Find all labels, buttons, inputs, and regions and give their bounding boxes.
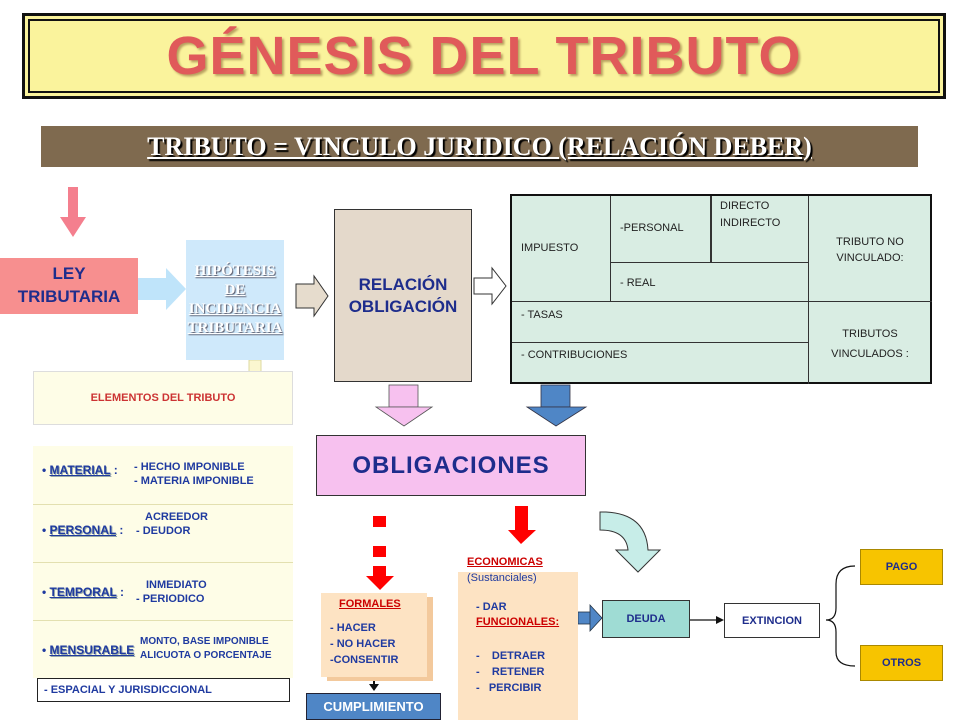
funcionales-label: FUNCIONALES: — [476, 616, 560, 628]
funcionales-list: - DETRAER - RETENER - PERCIBIR — [476, 650, 546, 694]
directo-label: DIRECTO — [720, 200, 770, 212]
espacial-box: - ESPACIAL Y JURISDICCIONAL — [37, 678, 290, 702]
formales-list: - HACER - NO HACER -CONSENTIR — [330, 622, 399, 666]
formales-title: FORMALES — [339, 598, 401, 610]
impuesto-label: IMPUESTO — [521, 242, 579, 254]
black-down-arrow — [369, 677, 379, 691]
pink-down-arrow — [60, 187, 86, 237]
outline-arrow-2 — [473, 266, 507, 306]
personal-elem-label: • PERSONAL : — [42, 523, 124, 537]
blue-block-arrow — [525, 384, 588, 427]
economicas-box: (Sustanciales) - DAR FUNCIONALES: - DETR… — [458, 572, 578, 720]
ley-tributaria-box: LEY TRIBUTARIA — [0, 258, 138, 314]
material-label: • MATERIAL : — [42, 463, 118, 477]
deuda-to-extincion-arrow — [690, 616, 724, 624]
econ-to-deuda-arrow — [577, 603, 603, 633]
relacion-line-1: RELACIÓN — [358, 274, 448, 294]
brace — [825, 565, 856, 667]
contribuciones-label: - CONTRIBUCIONES — [521, 349, 628, 361]
tasas-label: - TASAS — [521, 309, 563, 321]
mensurable-label: • MENSURABLE — [42, 643, 135, 657]
subtitle: TRIBUTO = VINCULO JURIDICO (RELACIÓN DEB… — [147, 131, 812, 161]
dar-label: - DAR — [476, 601, 507, 613]
hipotesis-line-1: HIPÓTESIS — [194, 263, 276, 279]
red-dashed-arrow — [366, 516, 394, 590]
outline-arrow-1 — [295, 274, 329, 318]
pago-box: PAGO — [860, 549, 943, 585]
page-title: GÉNESIS DEL TRIBUTO — [166, 26, 802, 86]
real-label: - REAL — [620, 277, 656, 289]
pink-block-arrow — [374, 384, 434, 427]
elementos-label: ELEMENTOS DEL TRIBUTO — [90, 392, 236, 404]
elementos-del-tributo-box: ELEMENTOS DEL TRIBUTO — [33, 371, 293, 425]
hipotesis-box: HIPÓTESIS DE INCIDENCIA TRIBUTARIA — [186, 240, 284, 360]
obligaciones-box: OBLIGACIONES — [316, 435, 586, 496]
elementos-list-panel: • MATERIAL : - HECHO IMPONIBLE- MATERIA … — [33, 446, 293, 678]
cumplimiento-box: CUMPLIMIENTO — [306, 693, 441, 720]
otros-box: OTROS — [860, 645, 943, 681]
temporal-values: INMEDIATO- PERIODICO — [136, 579, 207, 605]
hipotesis-line-4: TRIBUTARIA — [187, 320, 283, 336]
personal-label: -PERSONAL — [620, 222, 684, 234]
tributo-classification-table: IMPUESTO -PERSONAL DIRECTO INDIRECTO - R… — [510, 194, 932, 384]
indirecto-label: INDIRECTO — [720, 217, 781, 229]
material-values: - HECHO IMPONIBLE- MATERIA IMPONIBLE — [134, 461, 254, 487]
ley-line-2: TRIBUTARIA — [17, 287, 121, 306]
red-down-arrow — [508, 506, 536, 544]
extincion-box: EXTINCION — [724, 603, 820, 638]
deuda-box: DEUDA — [602, 600, 690, 638]
formales-box: FORMALES - HACER - NO HACER -CONSENTIR — [321, 593, 427, 677]
economicas-title: ECONOMICAS — [467, 556, 543, 568]
temporal-label: • TEMPORAL : — [42, 585, 125, 599]
ley-line-1: LEY — [52, 264, 86, 283]
subtitle-bar: TRIBUTO = VINCULO JURIDICO (RELACIÓN DEB… — [41, 126, 918, 167]
hipotesis-line-3: INCIDENCIA — [188, 301, 282, 317]
blue-right-arrow — [138, 268, 186, 310]
title-banner: GÉNESIS DEL TRIBUTO — [22, 13, 946, 99]
relacion-obligacion-box: RELACIÓN OBLIGACIÓN — [334, 209, 472, 382]
relacion-line-2: OBLIGACIÓN — [348, 296, 458, 316]
hipotesis-line-2: DE — [224, 282, 246, 298]
curved-teal-arrow — [599, 511, 662, 573]
personal-values: ACREEDOR- DEUDOR — [136, 511, 208, 537]
economicas-sub: (Sustanciales) — [467, 572, 537, 584]
